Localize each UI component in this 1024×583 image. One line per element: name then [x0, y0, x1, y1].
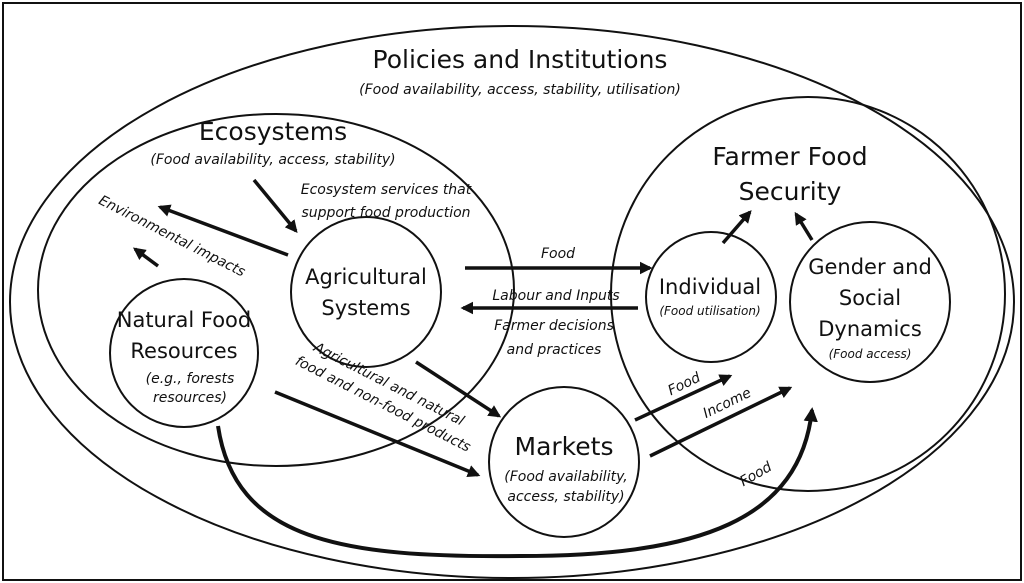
natural-food-resources-line2: Resources: [130, 339, 237, 363]
gender-line1: Gender and: [808, 255, 932, 279]
individual-to-security-arrow: [721, 210, 752, 245]
ecosystems-to-ag-arrow: [252, 178, 298, 233]
agricultural-systems-node: [290, 216, 442, 368]
individual-note: (Food utilisation): [659, 304, 760, 318]
markets-node: [488, 386, 640, 538]
farmer-food-security-title-line2: Security: [739, 177, 842, 206]
farmer-decisions-label-line1: Farmer decisions: [494, 318, 614, 334]
gender-line3: Dynamics: [818, 317, 922, 341]
natural-to-gender-curve-arrow: [216, 407, 818, 559]
individual-title: Individual: [659, 275, 761, 299]
natural-food-resources-note-line2: resources): [153, 390, 227, 406]
natural-food-resources-node: [109, 278, 259, 428]
farmer-food-security-circle: [610, 96, 1006, 492]
natural-food-curve-label: Food: [737, 459, 775, 490]
gender-to-security-arrow: [794, 211, 814, 241]
farmer-decisions-label-line2: and practices: [507, 342, 602, 358]
ecosystems-subtitle: (Food availability, access, stability): [150, 152, 395, 168]
individual-node: [645, 231, 777, 363]
natural-to-env-impacts-arrow: [132, 247, 160, 268]
natural-food-resources-line1: Natural Food: [117, 308, 252, 332]
market-food-label: Food: [665, 370, 703, 399]
ecosystems-title: Ecosystems: [199, 117, 347, 146]
policies-ellipse: [9, 25, 1015, 579]
gender-note: (Food access): [829, 347, 912, 361]
agricultural-systems-line2: Systems: [321, 296, 410, 320]
markets-title: Markets: [515, 432, 614, 461]
labour-inputs-label: Labour and Inputs: [492, 288, 619, 304]
markets-note-line1: (Food availability,: [504, 469, 627, 485]
ag-to-markets-arrow: [415, 360, 502, 418]
market-income-label: Income: [701, 385, 754, 422]
environmental-impacts-label: Environmental impacts: [96, 193, 248, 281]
policies-title: Policies and Institutions: [373, 45, 668, 74]
natural-food-resources-note-line1: (e.g., forests: [146, 371, 235, 387]
markets-to-individual-food-arrow: [634, 374, 733, 422]
markets-note-line2: access, stability): [507, 489, 624, 505]
gender-node: [789, 221, 951, 383]
markets-to-gender-income-arrow: [649, 386, 793, 458]
farmer-food-security-title-line1: Farmer Food: [712, 142, 867, 171]
gender-line2: Social: [839, 286, 901, 310]
ecosystems-ellipse: [37, 113, 515, 467]
agricultural-systems-line1: Agricultural: [305, 265, 427, 289]
ecosystem-services-label-line2: support food production: [301, 205, 470, 221]
ag-to-env-impacts-arrow: [157, 204, 289, 257]
ecosystem-services-label-line1: Ecosystem services that: [301, 182, 472, 198]
food-to-individual-label: Food: [541, 246, 575, 262]
policies-subtitle: (Food availability, access, stability, u…: [359, 82, 681, 98]
natural-to-markets-arrow: [274, 390, 481, 478]
